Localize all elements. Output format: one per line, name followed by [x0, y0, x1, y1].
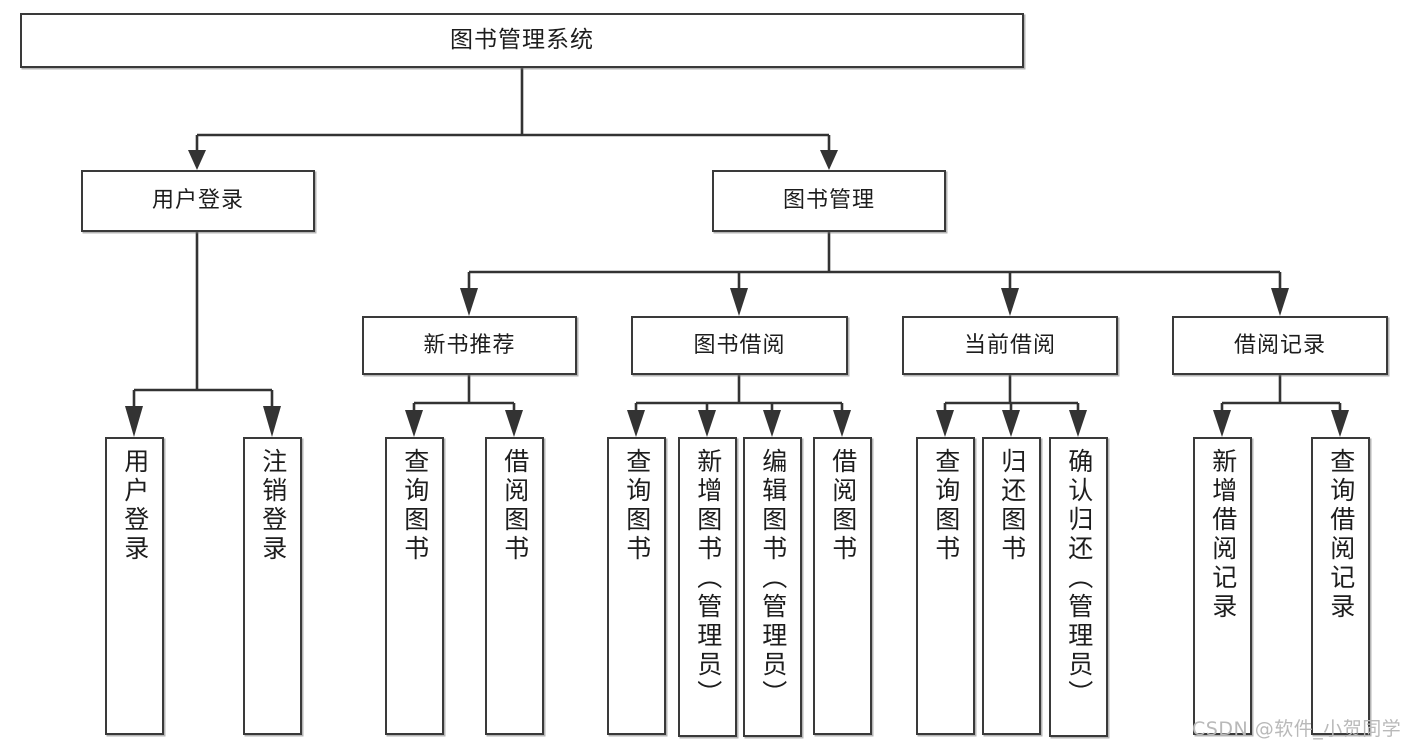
node-label: 归还图书 [997, 448, 1027, 564]
node-label: 借阅记录 [1233, 332, 1326, 358]
node-label: 用户登录 [120, 448, 150, 564]
leaf-query-book-current[interactable]: 查询图书 [916, 437, 975, 735]
node-label: 查询图书 [400, 448, 430, 564]
node-label: 图书管理 [782, 188, 875, 214]
node-label: 查询图书 [931, 448, 961, 564]
leaf-borrow-book-recommendation[interactable]: 借阅图书 [485, 437, 544, 735]
node-label: 编辑图书（管理员） [758, 448, 788, 709]
node-book-management[interactable]: 图书管理 [712, 170, 946, 232]
node-user-login[interactable]: 用户登录 [81, 170, 315, 232]
leaf-confirm-return-admin[interactable]: 确认归还（管理员） [1049, 437, 1108, 737]
node-label: 查询图书 [622, 448, 652, 564]
node-book-borrowing[interactable]: 图书借阅 [631, 316, 848, 375]
leaf-borrow-book-borrowing[interactable]: 借阅图书 [813, 437, 872, 735]
node-borrowing-record[interactable]: 借阅记录 [1172, 316, 1388, 375]
leaf-query-borrowing-record[interactable]: 查询借阅记录 [1311, 437, 1370, 735]
leaf-return-book[interactable]: 归还图书 [982, 437, 1041, 735]
node-label: 新增图书（管理员） [693, 448, 723, 709]
leaf-edit-book-admin[interactable]: 编辑图书（管理员） [743, 437, 802, 737]
node-label: 借阅图书 [828, 448, 858, 564]
node-label: 新增借阅记录 [1208, 448, 1238, 622]
node-label: 借阅图书 [500, 448, 530, 564]
node-label: 当前借阅 [963, 332, 1056, 358]
leaf-add-borrowing-record[interactable]: 新增借阅记录 [1193, 437, 1252, 735]
node-label: 图书借阅 [693, 332, 786, 358]
node-new-book-recommendation[interactable]: 新书推荐 [362, 316, 577, 375]
leaf-query-book-borrowing[interactable]: 查询图书 [607, 437, 666, 735]
node-label: 图书管理系统 [450, 26, 594, 53]
node-label: 查询借阅记录 [1326, 448, 1356, 622]
leaf-user-logout[interactable]: 注销登录 [243, 437, 302, 735]
node-label: 确认归还（管理员） [1064, 448, 1094, 709]
node-current-borrowing[interactable]: 当前借阅 [902, 316, 1118, 375]
node-label: 用户登录 [151, 188, 244, 214]
leaf-user-login[interactable]: 用户登录 [105, 437, 164, 735]
node-label: 注销登录 [258, 448, 288, 564]
node-label: 新书推荐 [423, 332, 516, 358]
leaf-add-book-admin[interactable]: 新增图书（管理员） [678, 437, 737, 737]
leaf-query-book-recommendation[interactable]: 查询图书 [385, 437, 444, 735]
node-root-book-management-system[interactable]: 图书管理系统 [20, 13, 1024, 68]
